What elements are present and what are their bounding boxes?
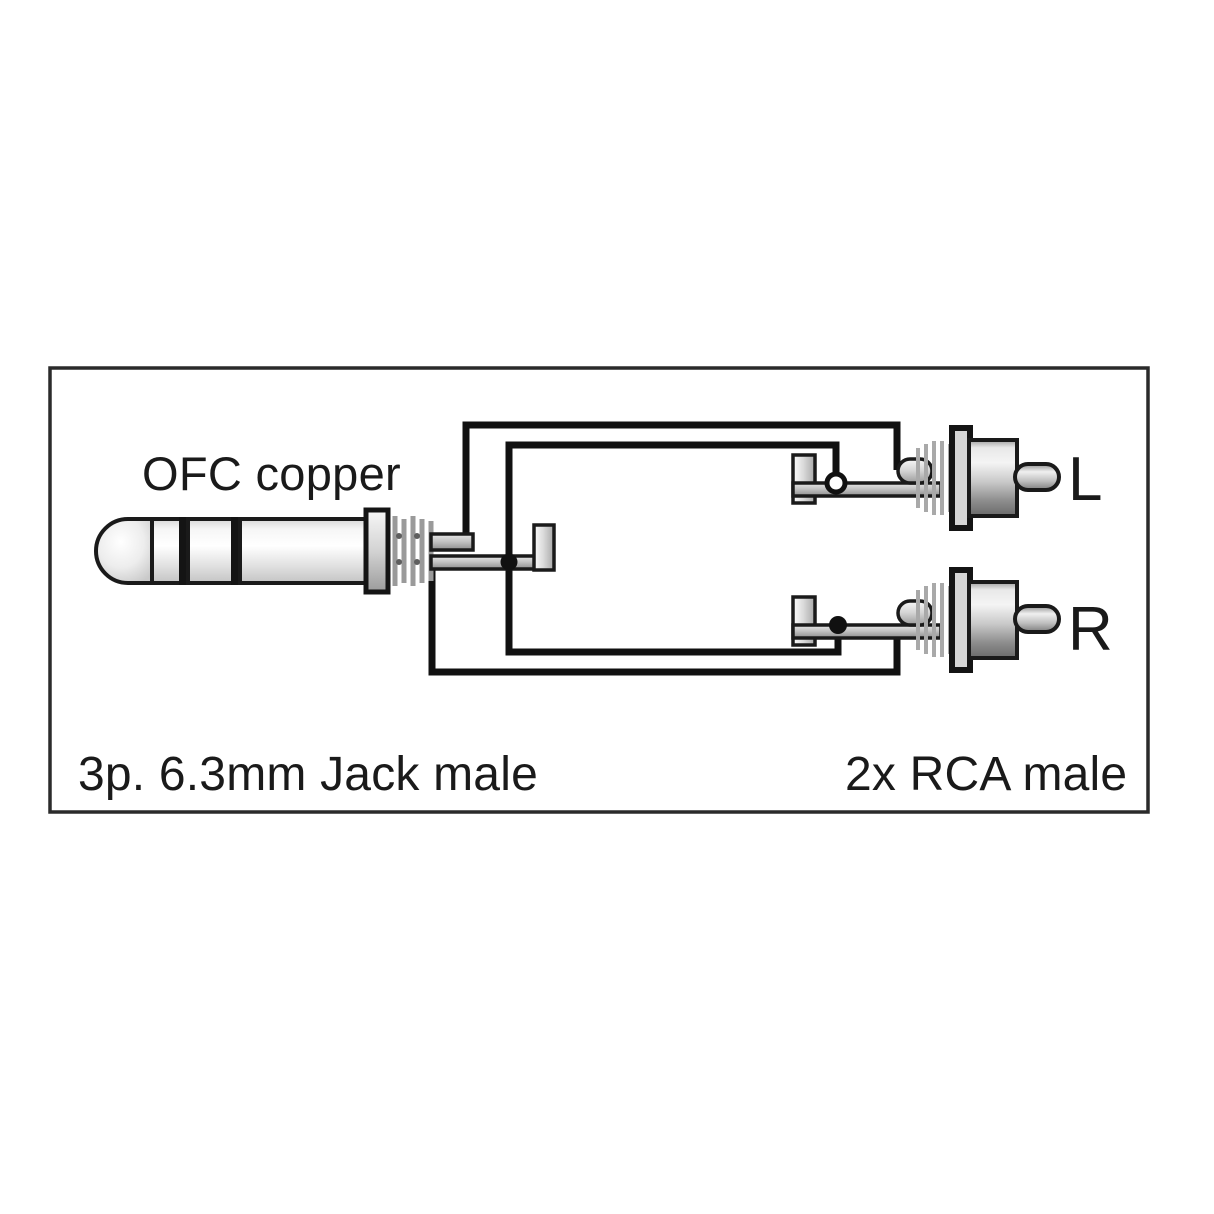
- connector-rca-male-l: [791, 425, 1061, 531]
- rca-r-center-pin: [1013, 604, 1061, 634]
- junction-dot-jack-ground: [500, 553, 518, 571]
- caption-rca: 2x RCA male: [845, 748, 1127, 801]
- junction-dot-rca-r-ground: [829, 616, 847, 634]
- junction-ring-rca-l-ground: [824, 471, 848, 495]
- caption-jack: 3p. 6.3mm Jack male: [78, 748, 538, 801]
- wire-harness: [428, 421, 901, 676]
- wire-ground-to-rca-l-lug: [505, 441, 840, 556]
- jack-insulator-1: [179, 517, 189, 585]
- jack-lug-bar: [429, 554, 551, 571]
- jack-ring-segment: [186, 517, 236, 585]
- wire-ring-to-rca-r-pin: [428, 566, 901, 676]
- jack-collar: [363, 507, 391, 595]
- channel-label-right: R: [1068, 595, 1113, 664]
- channel-label-left: L: [1068, 445, 1102, 514]
- wire-tip-to-rca-l-pin: [462, 421, 901, 541]
- jack-tip: [94, 517, 157, 585]
- jack-solder-tab: [532, 523, 556, 572]
- rca-l-barrel: [967, 438, 1019, 518]
- connector-jack-male: [94, 507, 556, 595]
- jack-sleeve-shaft: [238, 517, 368, 585]
- jack-terminal-stub-upper: [429, 532, 475, 552]
- rca-l-center-pin: [1013, 462, 1061, 492]
- jack-strain-relief-dots: [396, 533, 420, 565]
- rca-r-barrel: [967, 580, 1019, 660]
- jack-insulator-2: [231, 517, 241, 585]
- jack-tip-segment: [150, 517, 184, 585]
- connector-rca-male-r: [791, 567, 1061, 673]
- label-ofc-copper: OFC copper: [142, 447, 401, 500]
- wire-ground-to-rca-r-lug: [505, 566, 842, 656]
